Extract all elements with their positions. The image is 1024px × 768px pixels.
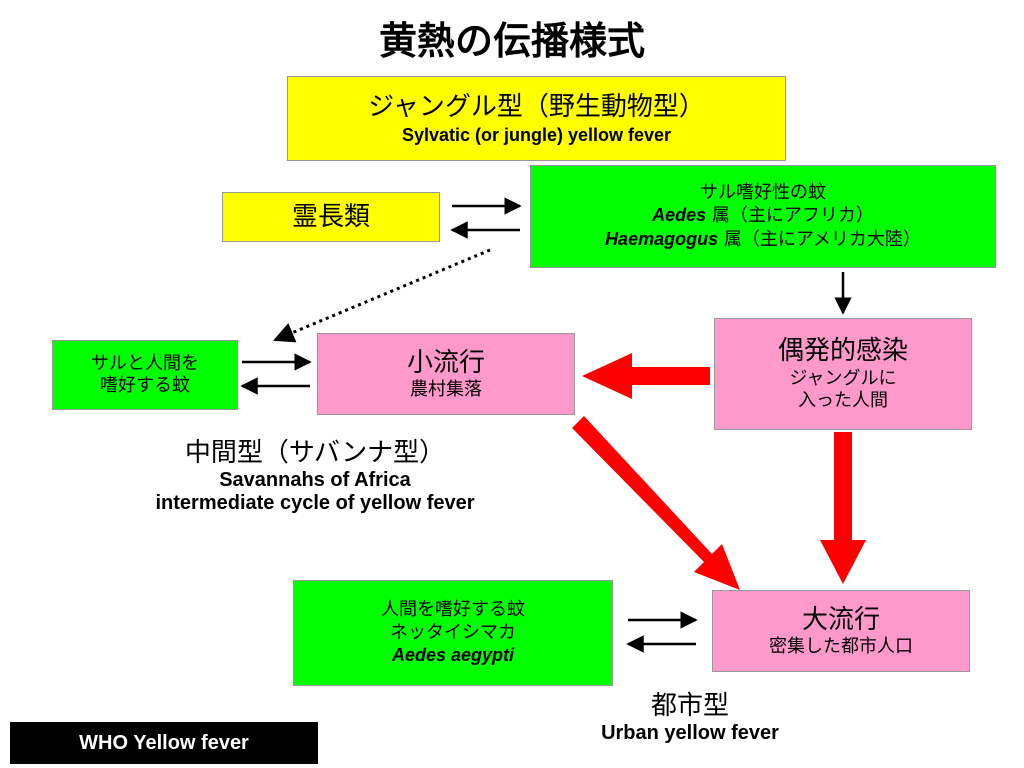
sylvatic-jp: ジャングル型（野生動物型） xyxy=(368,92,705,122)
monkey-human-mosquito-box: サルと人間を 嗜好する蚊 xyxy=(52,340,238,410)
haemagogus-rest: 属（主にアメリカ大陸） xyxy=(718,228,921,250)
monkey-human-line2: 嗜好する蚊 xyxy=(100,375,190,396)
sylvatic-en: Sylvatic (or jungle) yellow fever xyxy=(401,124,672,145)
large-outbreak-title: 大流行 xyxy=(801,604,880,635)
aedes-rest: 属（主にアフリカ） xyxy=(706,205,874,227)
urban-label: 都市型 Urban yellow fever xyxy=(560,685,820,745)
sylvatic-box: ジャングル型（野生動物型） Sylvatic (or jungle) yello… xyxy=(287,76,786,161)
primates-box: 霊長類 xyxy=(222,192,440,242)
page-title: 黄熱の伝播様式 xyxy=(378,19,645,63)
sporadic-line2: 入った人間 xyxy=(798,390,888,412)
human-mosquito-line2: ネッタイシマカ xyxy=(390,621,516,643)
primates-label: 霊長類 xyxy=(291,201,370,232)
aedes-line: Aedes 属（主にアフリカ） xyxy=(652,204,874,228)
small-outbreak-box: 小流行 農村集落 xyxy=(317,333,575,415)
red-arrow-sporadic-to-large xyxy=(820,432,866,584)
monkey-mosquito-box: サル嗜好性の蚊 Aedes 属（主にアフリカ） Haemagogus 属（主にア… xyxy=(530,165,996,268)
dotted-spread-arrow xyxy=(273,248,491,343)
intermediate-label: 中間型（サバンナ型） Savannahs of Africa intermedi… xyxy=(95,432,535,515)
large-outbreak-sub: 密集した都市人口 xyxy=(769,636,913,657)
monkey-human-line1: サルと人間を xyxy=(91,352,199,374)
aedes-aegypti: Aedes aegypti xyxy=(391,645,515,666)
haemagogus-line: Haemagogus 属（主にアメリカ大陸） xyxy=(605,228,921,252)
red-arrow-sporadic-to-small xyxy=(582,353,710,399)
sporadic-line1: ジャングルに xyxy=(789,367,897,389)
small-outbreak-title: 小流行 xyxy=(406,347,485,378)
haemagogus-genus: Haemagogus xyxy=(605,228,719,249)
human-mosquito-line1: 人間を嗜好する蚊 xyxy=(381,599,525,621)
sporadic-title: 偶発的感染 xyxy=(777,336,908,367)
monkey-mosquito-line1: サル嗜好性の蚊 xyxy=(700,181,826,203)
who-footer: WHO Yellow fever xyxy=(10,722,318,764)
intermediate-en2: intermediate cycle of yellow fever xyxy=(155,492,475,514)
urban-en: Urban yellow fever xyxy=(601,722,779,744)
human-mosquito-box: 人間を嗜好する蚊 ネッタイシマカ Aedes aegypti xyxy=(293,580,613,686)
aedes-genus: Aedes xyxy=(652,205,707,226)
red-arrow-small-to-large xyxy=(572,416,740,590)
intermediate-jp: 中間型（サバンナ型） xyxy=(184,438,446,468)
urban-jp: 都市型 xyxy=(650,691,729,721)
small-outbreak-sub: 農村集落 xyxy=(410,379,482,400)
intermediate-en1: Savannahs of Africa xyxy=(219,469,411,491)
large-outbreak-box: 大流行 密集した都市人口 xyxy=(712,590,970,672)
sporadic-infection-box: 偶発的感染 ジャングルに 入った人間 xyxy=(714,318,972,430)
